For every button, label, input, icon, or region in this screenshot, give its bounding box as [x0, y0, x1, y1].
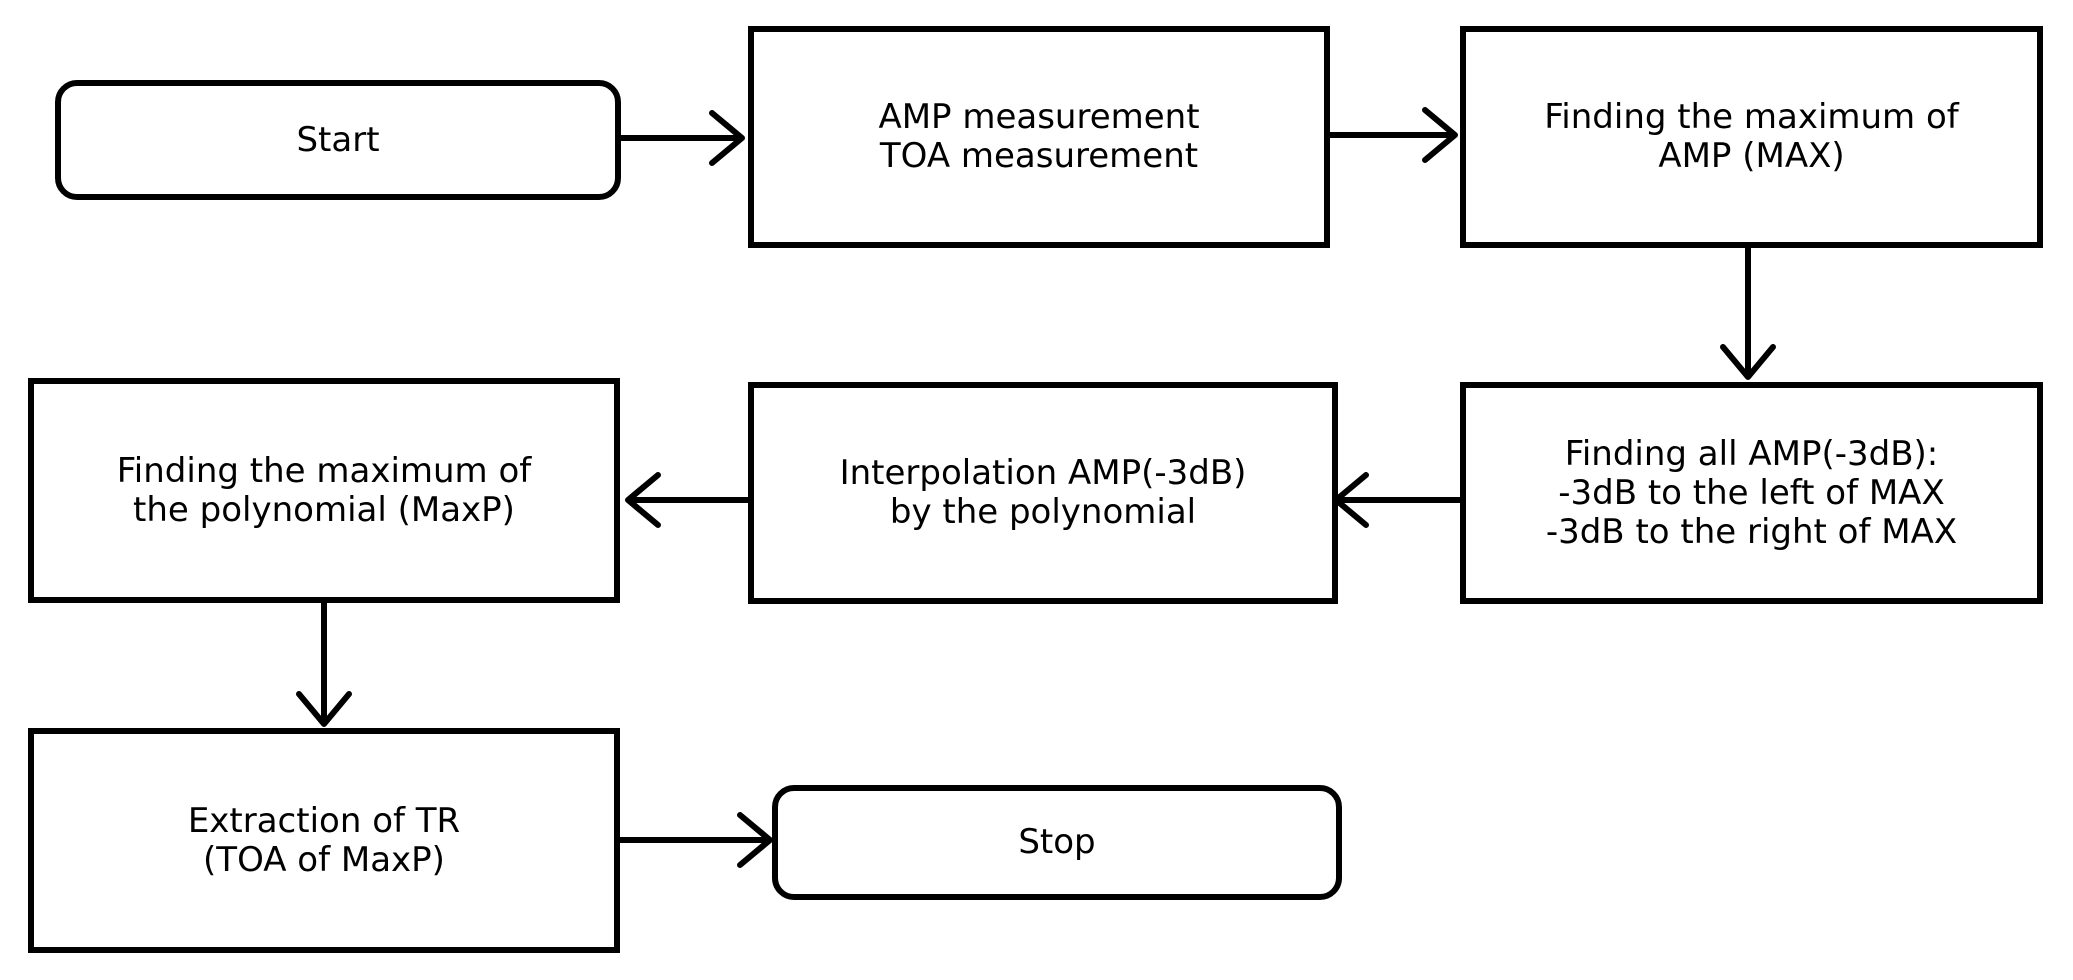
find-max-node: Finding the maximum of AMP (MAX)	[1460, 26, 2043, 248]
arrow-find-max-to-find-3db	[1720, 245, 1776, 380]
measurement-line-1: AMP measurement	[878, 97, 1200, 137]
interpolation-node: Interpolation AMP(-3dB) by the polynomia…	[748, 382, 1338, 604]
start-node: Start	[55, 80, 621, 200]
find-3db-line-2: -3dB to the left of MAX	[1558, 472, 1945, 513]
interpolation-line-1: Interpolation AMP(-3dB)	[839, 453, 1247, 493]
arrow-interp-to-max-poly	[625, 472, 751, 528]
find-max-line-1: Finding the maximum of	[1544, 97, 1959, 137]
arrow-start-to-measure	[617, 110, 745, 166]
measurement-line-2: TOA measurement	[879, 136, 1199, 176]
arrow-measure-to-find-max	[1323, 107, 1458, 163]
arrow-max-poly-to-extract	[296, 599, 352, 727]
find-3db-node: Finding all AMP(-3dB): -3dB to the left …	[1460, 382, 2043, 604]
stop-label: Stop	[1018, 822, 1096, 862]
extraction-line-2: (TOA of MaxP)	[203, 839, 445, 880]
find-3db-line-1: Finding all AMP(-3dB):	[1564, 433, 1939, 474]
interpolation-line-2: by the polynomial	[889, 492, 1197, 532]
max-polynomial-node: Finding the maximum of the polynomial (M…	[28, 378, 620, 603]
find-max-line-2: AMP (MAX)	[1658, 136, 1845, 176]
measurement-node: AMP measurement TOA measurement	[748, 26, 1330, 248]
arrow-find-3db-to-interp	[1333, 472, 1463, 528]
max-polynomial-line-2: the polynomial (MaxP)	[133, 489, 515, 530]
extraction-line-1: Extraction of TR	[187, 800, 461, 841]
arrow-extract-to-stop	[617, 812, 773, 868]
find-3db-line-3: -3dB to the right of MAX	[1545, 511, 1958, 552]
start-label: Start	[296, 119, 380, 160]
stop-node: Stop	[772, 785, 1342, 900]
extraction-node: Extraction of TR (TOA of MaxP)	[28, 728, 620, 953]
max-polynomial-line-1: Finding the maximum of	[116, 450, 532, 491]
